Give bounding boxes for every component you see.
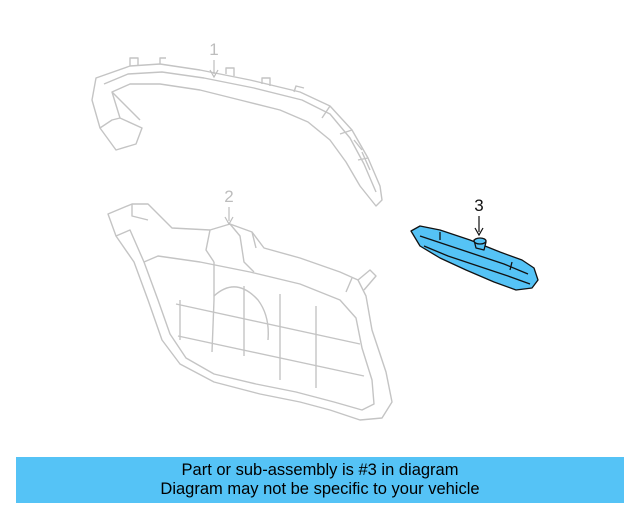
callout-3: 3 xyxy=(474,196,484,237)
callout-3-arrow-icon xyxy=(474,227,484,237)
part-1-upper-trim[interactable] xyxy=(91,57,383,207)
part-3-highlighted-lamp[interactable] xyxy=(410,225,539,291)
callout-2: 2 xyxy=(224,187,234,226)
info-banner: Part or sub-assembly is #3 in diagram Di… xyxy=(16,457,624,503)
callout-2-label: 2 xyxy=(224,187,233,206)
callout-1-arrow-icon xyxy=(209,69,219,79)
callout-1: 1 xyxy=(209,40,219,79)
banner-line-2: Diagram may not be specific to your vehi… xyxy=(160,480,480,498)
callout-2-arrow-icon xyxy=(224,216,234,226)
banner-line-1: Part or sub-assembly is #3 in diagram xyxy=(181,461,459,479)
callout-3-label: 3 xyxy=(474,196,483,215)
parts-diagram: 1 2 3 xyxy=(91,40,539,421)
part-2-liftgate-panel[interactable] xyxy=(107,203,393,421)
callout-1-label: 1 xyxy=(209,40,218,59)
